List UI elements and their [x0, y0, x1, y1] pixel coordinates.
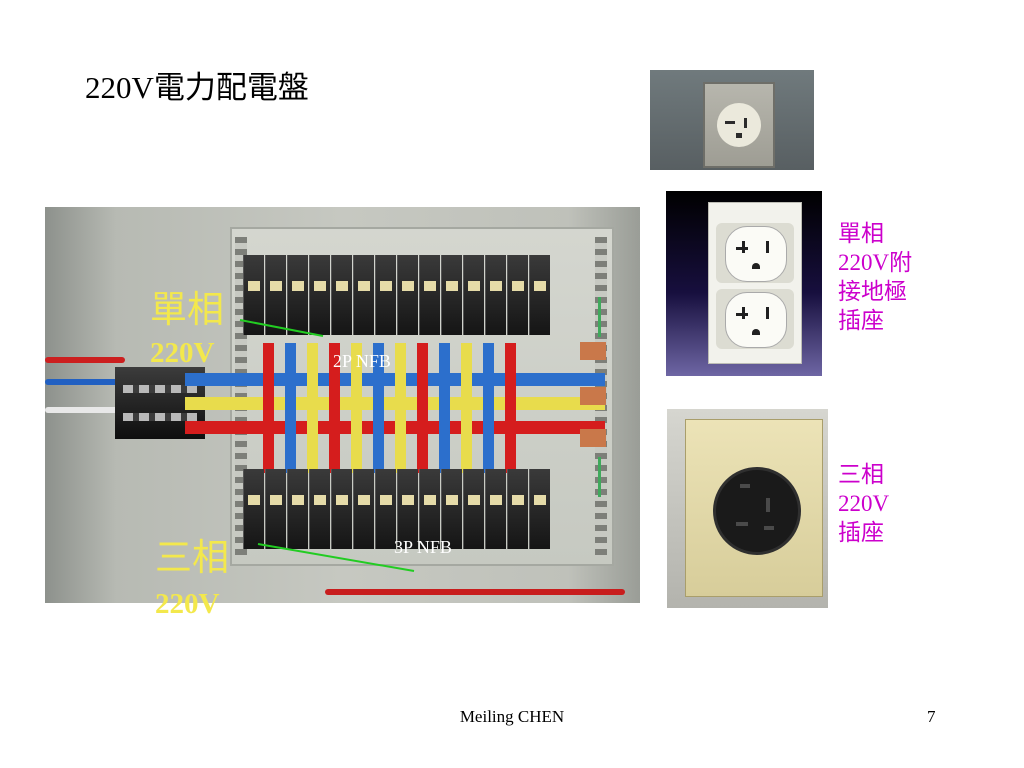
page-number: 7 — [927, 707, 936, 726]
breaker — [485, 255, 506, 335]
breaker — [287, 469, 308, 549]
breaker — [463, 255, 484, 335]
receptacle-slot — [766, 241, 769, 253]
nfb-2p-label: 2P NFB — [333, 351, 391, 371]
three-phase-label: 三相 — [155, 538, 229, 579]
receptacle-face — [725, 292, 787, 348]
three-phase-outlet-caption: 三相 220V 插座 — [838, 462, 890, 545]
outlet-plate — [708, 202, 802, 364]
slide-title: 220V電力配電盤 — [85, 70, 309, 105]
distribution-panel-photo — [45, 207, 640, 603]
breaker — [265, 255, 286, 335]
incoming-wire-blue — [45, 379, 125, 385]
breaker — [463, 469, 484, 549]
breaker — [441, 255, 462, 335]
breaker — [353, 255, 374, 335]
bus-strap — [263, 343, 274, 473]
ground-wire — [598, 297, 601, 337]
nfb-3p-label: 3P NFB — [394, 537, 452, 557]
outlet-face — [717, 103, 761, 147]
bus-strap — [307, 343, 318, 473]
outlet-plate — [685, 419, 823, 597]
breaker — [309, 255, 330, 335]
ground-wire — [598, 457, 601, 497]
breaker — [243, 469, 264, 549]
three-phase-socket — [713, 467, 801, 555]
breaker — [397, 255, 418, 335]
breaker — [507, 255, 528, 335]
breaker — [419, 469, 440, 549]
breaker — [529, 255, 550, 335]
single-phase-voltage: 220V — [150, 337, 215, 369]
breaker — [375, 469, 396, 549]
bus-strap — [351, 343, 362, 473]
breaker — [397, 469, 418, 549]
outlet-photo-three-phase — [667, 409, 828, 608]
breaker — [265, 469, 286, 549]
bus-strap — [461, 343, 472, 473]
receptacle-slot — [766, 307, 769, 319]
outlet-plate — [703, 82, 775, 168]
breaker — [353, 469, 374, 549]
bus-strap — [417, 343, 428, 473]
single-phase-label: 單相 — [150, 290, 224, 331]
three-phase-voltage: 220V — [155, 588, 220, 620]
bus-strap — [439, 343, 450, 473]
bus-strap — [505, 343, 516, 473]
bus-strap — [329, 343, 340, 473]
bus-strap — [285, 343, 296, 473]
breaker — [419, 255, 440, 335]
breaker — [375, 255, 396, 335]
outlet-photo-single-phase — [666, 191, 822, 376]
breaker — [441, 469, 462, 549]
receptacle-ground-slot — [752, 263, 760, 269]
breaker-row-3p — [243, 469, 550, 549]
receptacle-upper — [716, 223, 794, 283]
breaker — [331, 469, 352, 549]
breaker — [309, 469, 330, 549]
socket-slot — [740, 484, 750, 488]
neutral-bar — [580, 342, 606, 360]
neutral-bar — [580, 387, 606, 405]
breaker-row-2p — [243, 255, 550, 335]
socket-slot — [736, 522, 748, 526]
breaker — [287, 255, 308, 335]
breaker — [485, 469, 506, 549]
receptacle-ground-slot — [752, 329, 760, 335]
bus-strap — [483, 343, 494, 473]
receptacle-lower — [716, 289, 794, 349]
receptacle-face — [725, 226, 787, 282]
receptacle-slot — [742, 307, 745, 319]
socket-slot — [766, 498, 770, 512]
bus-strap — [373, 343, 384, 473]
outlet-photo-wall — [650, 70, 814, 170]
breaker — [331, 255, 352, 335]
bus-strap — [395, 343, 406, 473]
outlet-ground-slot — [736, 133, 742, 138]
receptacle-slot — [742, 241, 745, 253]
socket-slot — [764, 526, 774, 530]
incoming-wire-red — [45, 357, 125, 363]
outlet-slot — [744, 118, 747, 128]
footer-author: Meiling CHEN — [459, 707, 565, 726]
breaker — [507, 469, 528, 549]
outgoing-wire-red — [325, 589, 625, 595]
single-phase-outlet-caption: 單相 220V附 接地極 插座 — [838, 221, 913, 333]
neutral-bar — [580, 429, 606, 447]
outlet-slot — [725, 121, 735, 124]
breaker — [529, 469, 550, 549]
breaker — [243, 255, 264, 335]
incoming-wire-white — [45, 407, 125, 413]
